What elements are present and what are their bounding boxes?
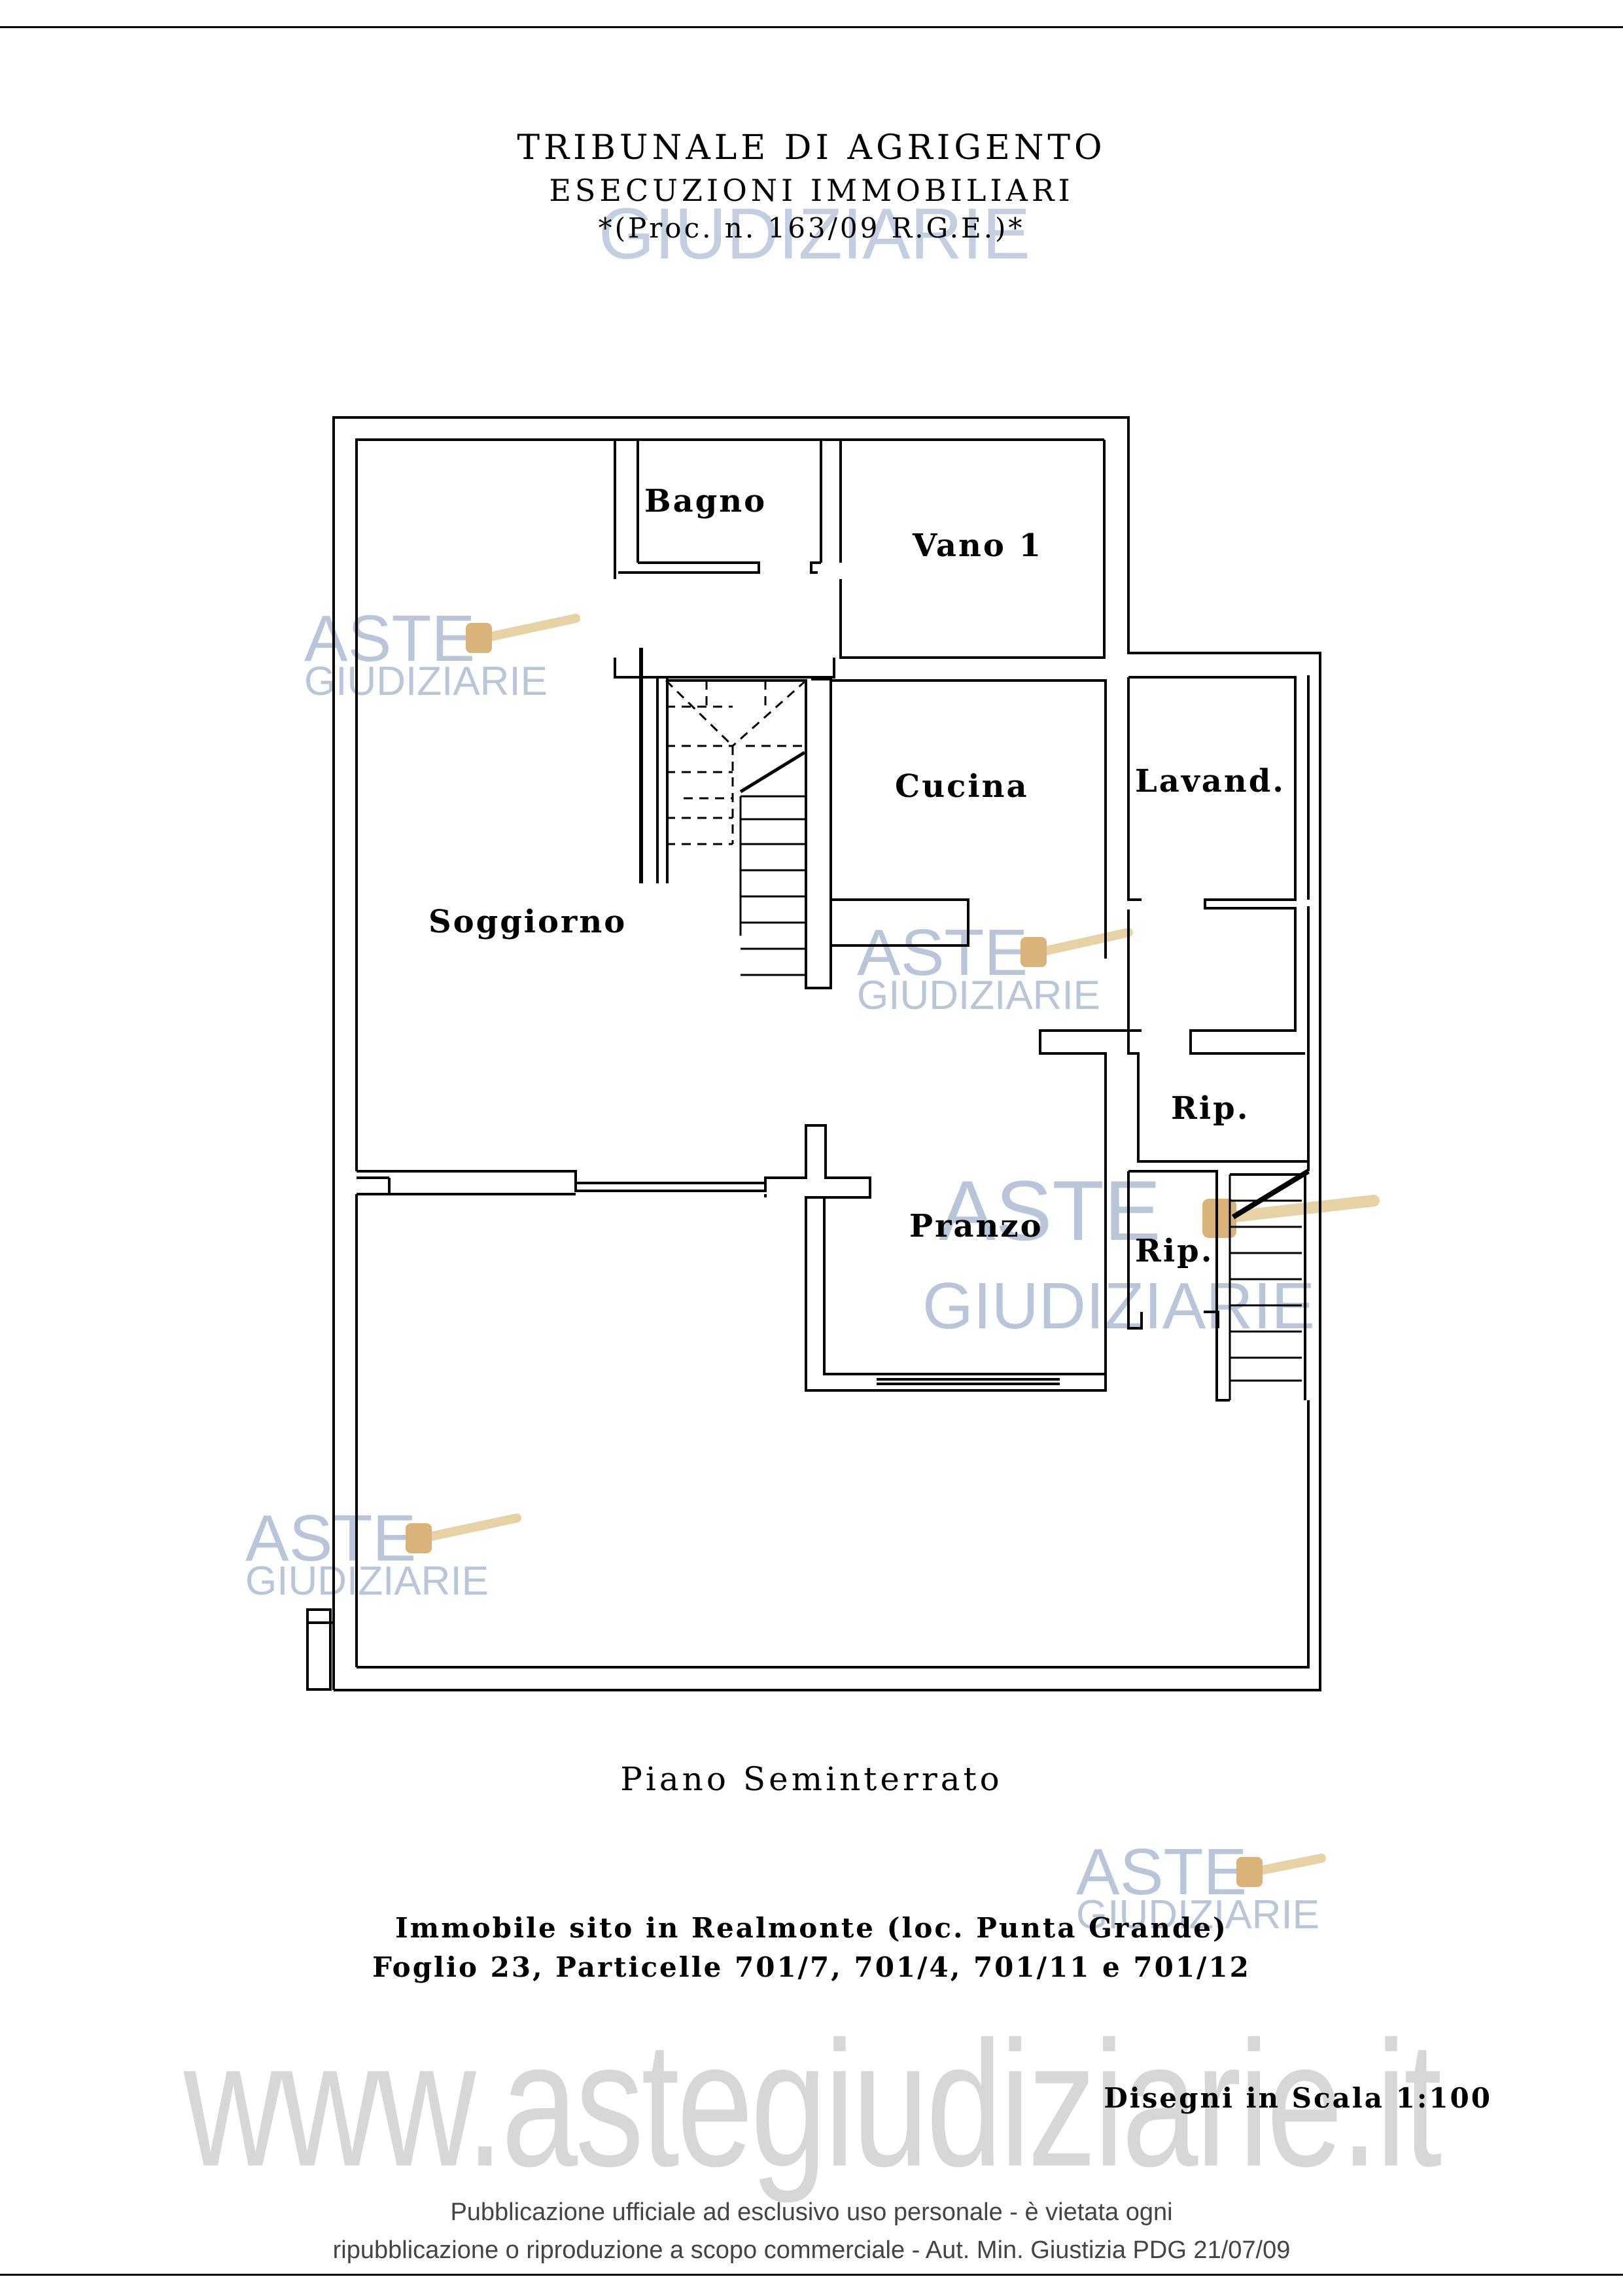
walls [306, 416, 1321, 1691]
gavel-icon [406, 1523, 432, 1553]
svg-text:GIUDIZIARIE: GIUDIZIARIE [304, 659, 548, 704]
publication-notice-line-1: Pubblicazione ufficiale ad esclusivo uso… [450, 2199, 1173, 2226]
watermark-block-5: ASTE GIUDIZIARIE [1076, 1835, 1326, 1937]
property-cadastre: Foglio 23, Particelle 701/7, 701/4, 701/… [372, 1951, 1251, 1983]
court-title: TRIBUNALE DI AGRIGENTO [517, 128, 1106, 168]
floor-label: Piano Seminterrato [620, 1760, 1003, 1798]
svg-text:ASTE: ASTE [1076, 1835, 1247, 1909]
procedure-number: *(Proc. n. 163/09 R.G.E.)* [598, 212, 1025, 244]
room-bagno: Bagno [644, 483, 767, 520]
stairs [639, 648, 1310, 1400]
watermark-block-4: ASTE GIUDIZIARIE [245, 1502, 521, 1604]
svg-text:GIUDIZIARIE: GIUDIZIARIE [857, 973, 1100, 1018]
top-rule [0, 26, 1623, 28]
gavel-icon [1021, 937, 1047, 967]
publication-notice-line-2: ripubblicazione o riproduzione a scopo c… [332, 2236, 1291, 2264]
room-vano1: Vano 1 [912, 527, 1043, 564]
svg-text:ASTE: ASTE [245, 1502, 416, 1575]
section-title: ESECUZIONI IMMOBILIARI [549, 173, 1074, 208]
scale-note: Disegni in Scala 1:100 [1104, 2082, 1492, 2114]
gavel-icon [1236, 1857, 1263, 1887]
watermark-block-2: ASTE GIUDIZIARIE [857, 916, 1133, 1018]
room-cucina: Cucina [895, 768, 1029, 805]
property-location: Immobile sito in Realmonte (loc. Punta G… [395, 1912, 1228, 1944]
gavel-icon [1202, 1199, 1236, 1238]
stairs-upper-dashed [665, 679, 807, 845]
watermark-giudiziarie-header: GIUDIZIARIE [599, 194, 1030, 274]
room-ripostiglio-1: Rip. [1171, 1090, 1249, 1127]
svg-text:ASTE: ASTE [939, 1163, 1161, 1258]
room-soggiorno: Soggiorno [428, 904, 627, 940]
plan-watermarks: ASTE GIUDIZIARIE ASTE GIUDIZIARIE ASTE G… [245, 602, 1380, 1937]
watermark-block-3: ASTE GIUDIZIARIE [922, 1163, 1380, 1343]
room-pranzo: Pranzo [909, 1208, 1043, 1245]
room-lavanderia: Lavand. [1135, 763, 1285, 800]
url-watermark: www.astegiudiziarie.it [183, 2004, 1442, 2204]
svg-text:GIUDIZIARIE: GIUDIZIARIE [1076, 1892, 1319, 1937]
room-ripostiglio-2: Rip. [1135, 1233, 1213, 1269]
watermark-block-1: ASTE GIUDIZIARIE [304, 602, 580, 704]
gavel-icon [466, 623, 492, 653]
svg-text:GIUDIZIARIE: GIUDIZIARIE [245, 1559, 489, 1604]
svg-text:ASTE: ASTE [857, 916, 1028, 989]
bottom-rule [0, 2274, 1623, 2276]
